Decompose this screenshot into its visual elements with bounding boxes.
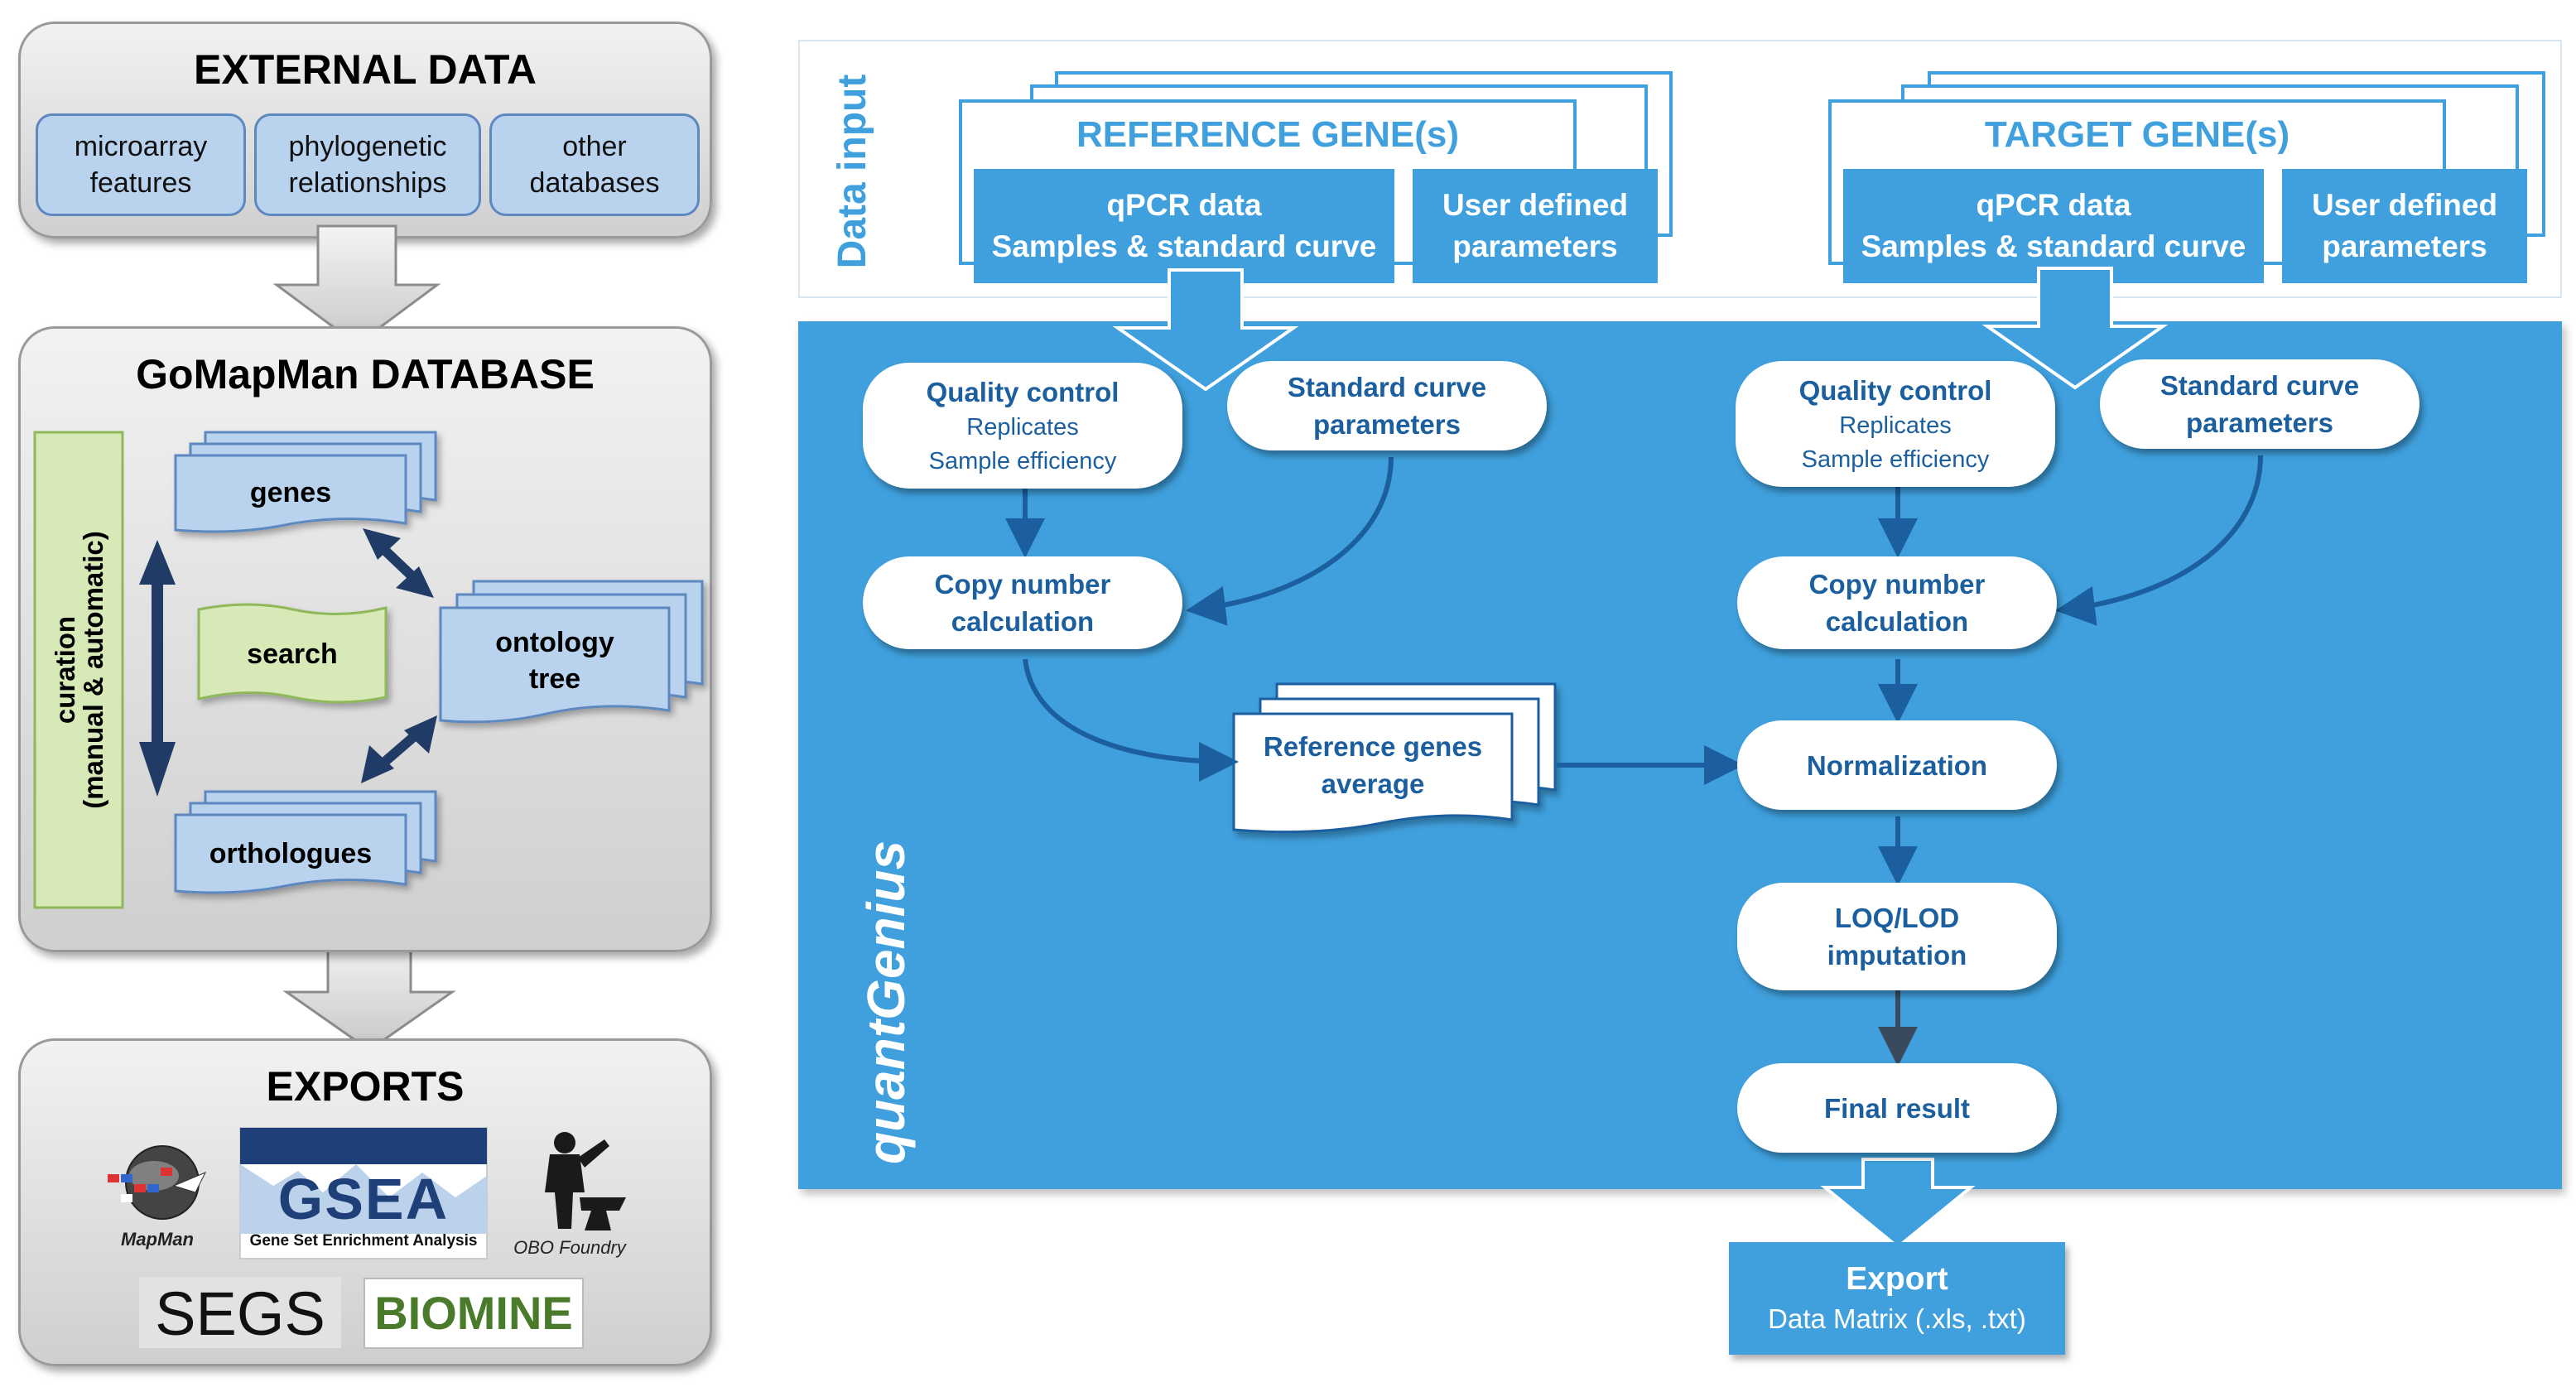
phylogenetic-relationships-label: phylogenetic relationships xyxy=(288,131,447,199)
normalization-label: Normalization xyxy=(1806,749,1988,781)
reference-qpcr-line1: qPCR data xyxy=(1106,188,1262,222)
target-qpcr-label: qPCR data Samples & standard curve xyxy=(1843,169,2264,283)
genes-document-stack xyxy=(174,431,437,533)
reference-qpcr-label: qPCR data Samples & standard curve xyxy=(974,169,1394,283)
gsea-subtitle: Gene Set Enrichment Analysis xyxy=(249,1232,478,1250)
tgt-replicates-label: Replicates xyxy=(1839,412,1952,439)
target-user-line2: parameters xyxy=(2322,229,2487,263)
export-box xyxy=(1729,1242,2065,1355)
down-arrow-1 xyxy=(272,224,441,346)
data-input-label: Data input xyxy=(831,74,874,269)
gsea-title: GSEA xyxy=(277,1167,450,1231)
segs-logo-box xyxy=(139,1277,341,1348)
obo-foundry-label: OBO Foundry xyxy=(513,1237,626,1258)
final-result-node: Final result xyxy=(1737,1063,2057,1153)
reference-genes-title: REFERENCE GENE(s) xyxy=(1076,114,1460,155)
target-connectors xyxy=(1878,455,2263,886)
ref-standard-curve-node: Standard curve parameters xyxy=(1227,361,1547,450)
orthologues-ontology-double-arrow xyxy=(361,715,437,783)
reference-user-line1: User defined xyxy=(1442,188,1629,222)
reference-average-label: Reference genes average xyxy=(1234,724,1512,807)
gsea-logo xyxy=(239,1127,488,1259)
reference-average-line1: Reference genes xyxy=(1263,731,1483,762)
target-genes-title: TARGET GENE(s) xyxy=(1984,114,2290,155)
external-data-title: EXTERNAL DATA xyxy=(194,46,537,93)
target-user-label: User defined parameters xyxy=(2282,169,2527,283)
tgt-sample-efficiency-label: Sample efficiency xyxy=(1801,445,1990,473)
ref-copy-number-line1: Copy number xyxy=(934,569,1111,600)
vertical-double-arrow xyxy=(139,540,176,797)
export-label: Export Data Matrix (.xls, .txt) xyxy=(1729,1242,2065,1355)
ref-replicates-label: Replicates xyxy=(966,413,1079,441)
external-data-panel: EXTERNAL DATA microarray features phylog… xyxy=(18,22,712,238)
tgt-quality-control-title: Quality control xyxy=(1798,374,1992,406)
reference-user-line2: parameters xyxy=(1452,229,1618,263)
loq-lod-line2: imputation xyxy=(1827,940,1967,970)
other-databases-box: other databases xyxy=(489,113,700,216)
search-label: search xyxy=(247,638,338,670)
reference-average-line2: average xyxy=(1321,768,1425,799)
orthologues-document-stack xyxy=(174,790,437,894)
mapman-logo xyxy=(108,1145,207,1220)
ontology-tree-label: ontology tree xyxy=(495,627,614,695)
orthologues-label: orthologues xyxy=(209,837,373,869)
reference-user-box xyxy=(1413,169,1658,283)
reference-qpcr-box xyxy=(974,169,1394,283)
ref-quality-control-node: Quality control Replicates Sample effici… xyxy=(863,363,1182,489)
reference-connectors xyxy=(1005,456,1744,785)
target-input-arrow xyxy=(1981,267,2169,390)
normalization-node: Normalization xyxy=(1737,720,2057,810)
exports-title: EXPORTS xyxy=(266,1063,465,1110)
obo-foundry-logo xyxy=(545,1132,626,1230)
reference-average-document-stack xyxy=(1232,682,1557,834)
tgt-copy-number-line2: calculation xyxy=(1825,606,1969,637)
genes-ontology-double-arrow xyxy=(363,528,434,598)
segs-label: SEGS xyxy=(155,1279,325,1348)
other-databases-label: other databases xyxy=(529,131,660,199)
genes-label: genes xyxy=(249,476,332,508)
reference-user-label: User defined parameters xyxy=(1413,169,1658,283)
target-user-line1: User defined xyxy=(2311,188,2498,222)
ontology-tree-document-stack xyxy=(439,580,704,724)
tgt-standard-curve-line1: Standard curve xyxy=(2160,370,2360,401)
export-arrow xyxy=(1820,1158,1976,1250)
search-shape xyxy=(197,603,388,704)
ref-standard-curve-line2: parameters xyxy=(1313,409,1461,440)
target-qpcr-line2: Samples & standard curve xyxy=(1861,229,2246,263)
ref-standard-curve-line1: Standard curve xyxy=(1287,372,1487,402)
reference-qpcr-line2: Samples & standard curve xyxy=(991,229,1377,263)
tgt-copy-number-line1: Copy number xyxy=(1808,569,1986,600)
microarray-features-box: microarray features xyxy=(36,113,246,216)
biomine-logo-box xyxy=(364,1278,584,1349)
quantgenius-label: quantGenius xyxy=(856,840,916,1164)
export-subtitle: Data Matrix (.xls, .txt) xyxy=(1768,1303,2026,1334)
ref-copy-number-line2: calculation xyxy=(951,606,1095,637)
tgt-quality-control-node: Quality control Replicates Sample effici… xyxy=(1736,361,2055,487)
phylogenetic-relationships-box: phylogenetic relationships xyxy=(254,113,481,216)
ref-copy-number-node: Copy number calculation xyxy=(863,556,1182,649)
target-qpcr-line1: qPCR data xyxy=(1976,188,2131,222)
curation-bar xyxy=(33,431,124,909)
reference-input-arrow xyxy=(1112,268,1299,392)
ref-quality-control-title: Quality control xyxy=(926,376,1119,407)
export-title: Export xyxy=(1846,1261,1948,1297)
loq-lod-line1: LOQ/LOD xyxy=(1834,903,1960,933)
ref-sample-efficiency-label: Sample efficiency xyxy=(928,447,1117,474)
tgt-copy-number-node: Copy number calculation xyxy=(1737,556,2057,649)
mapman-label: MapMan xyxy=(121,1229,194,1250)
biomine-label: BIOMINE xyxy=(374,1287,573,1339)
target-qpcr-box xyxy=(1843,169,2264,283)
target-user-box xyxy=(2282,169,2527,283)
tgt-standard-curve-line2: parameters xyxy=(2186,407,2333,438)
gomapman-database-title: GoMapMan DATABASE xyxy=(136,351,595,397)
loq-lod-node: LOQ/LOD imputation xyxy=(1737,883,2057,990)
microarray-features-label: microarray features xyxy=(74,131,208,199)
final-result-label: Final result xyxy=(1823,1092,1971,1124)
tgt-standard-curve-node: Standard curve parameters xyxy=(2100,359,2420,449)
